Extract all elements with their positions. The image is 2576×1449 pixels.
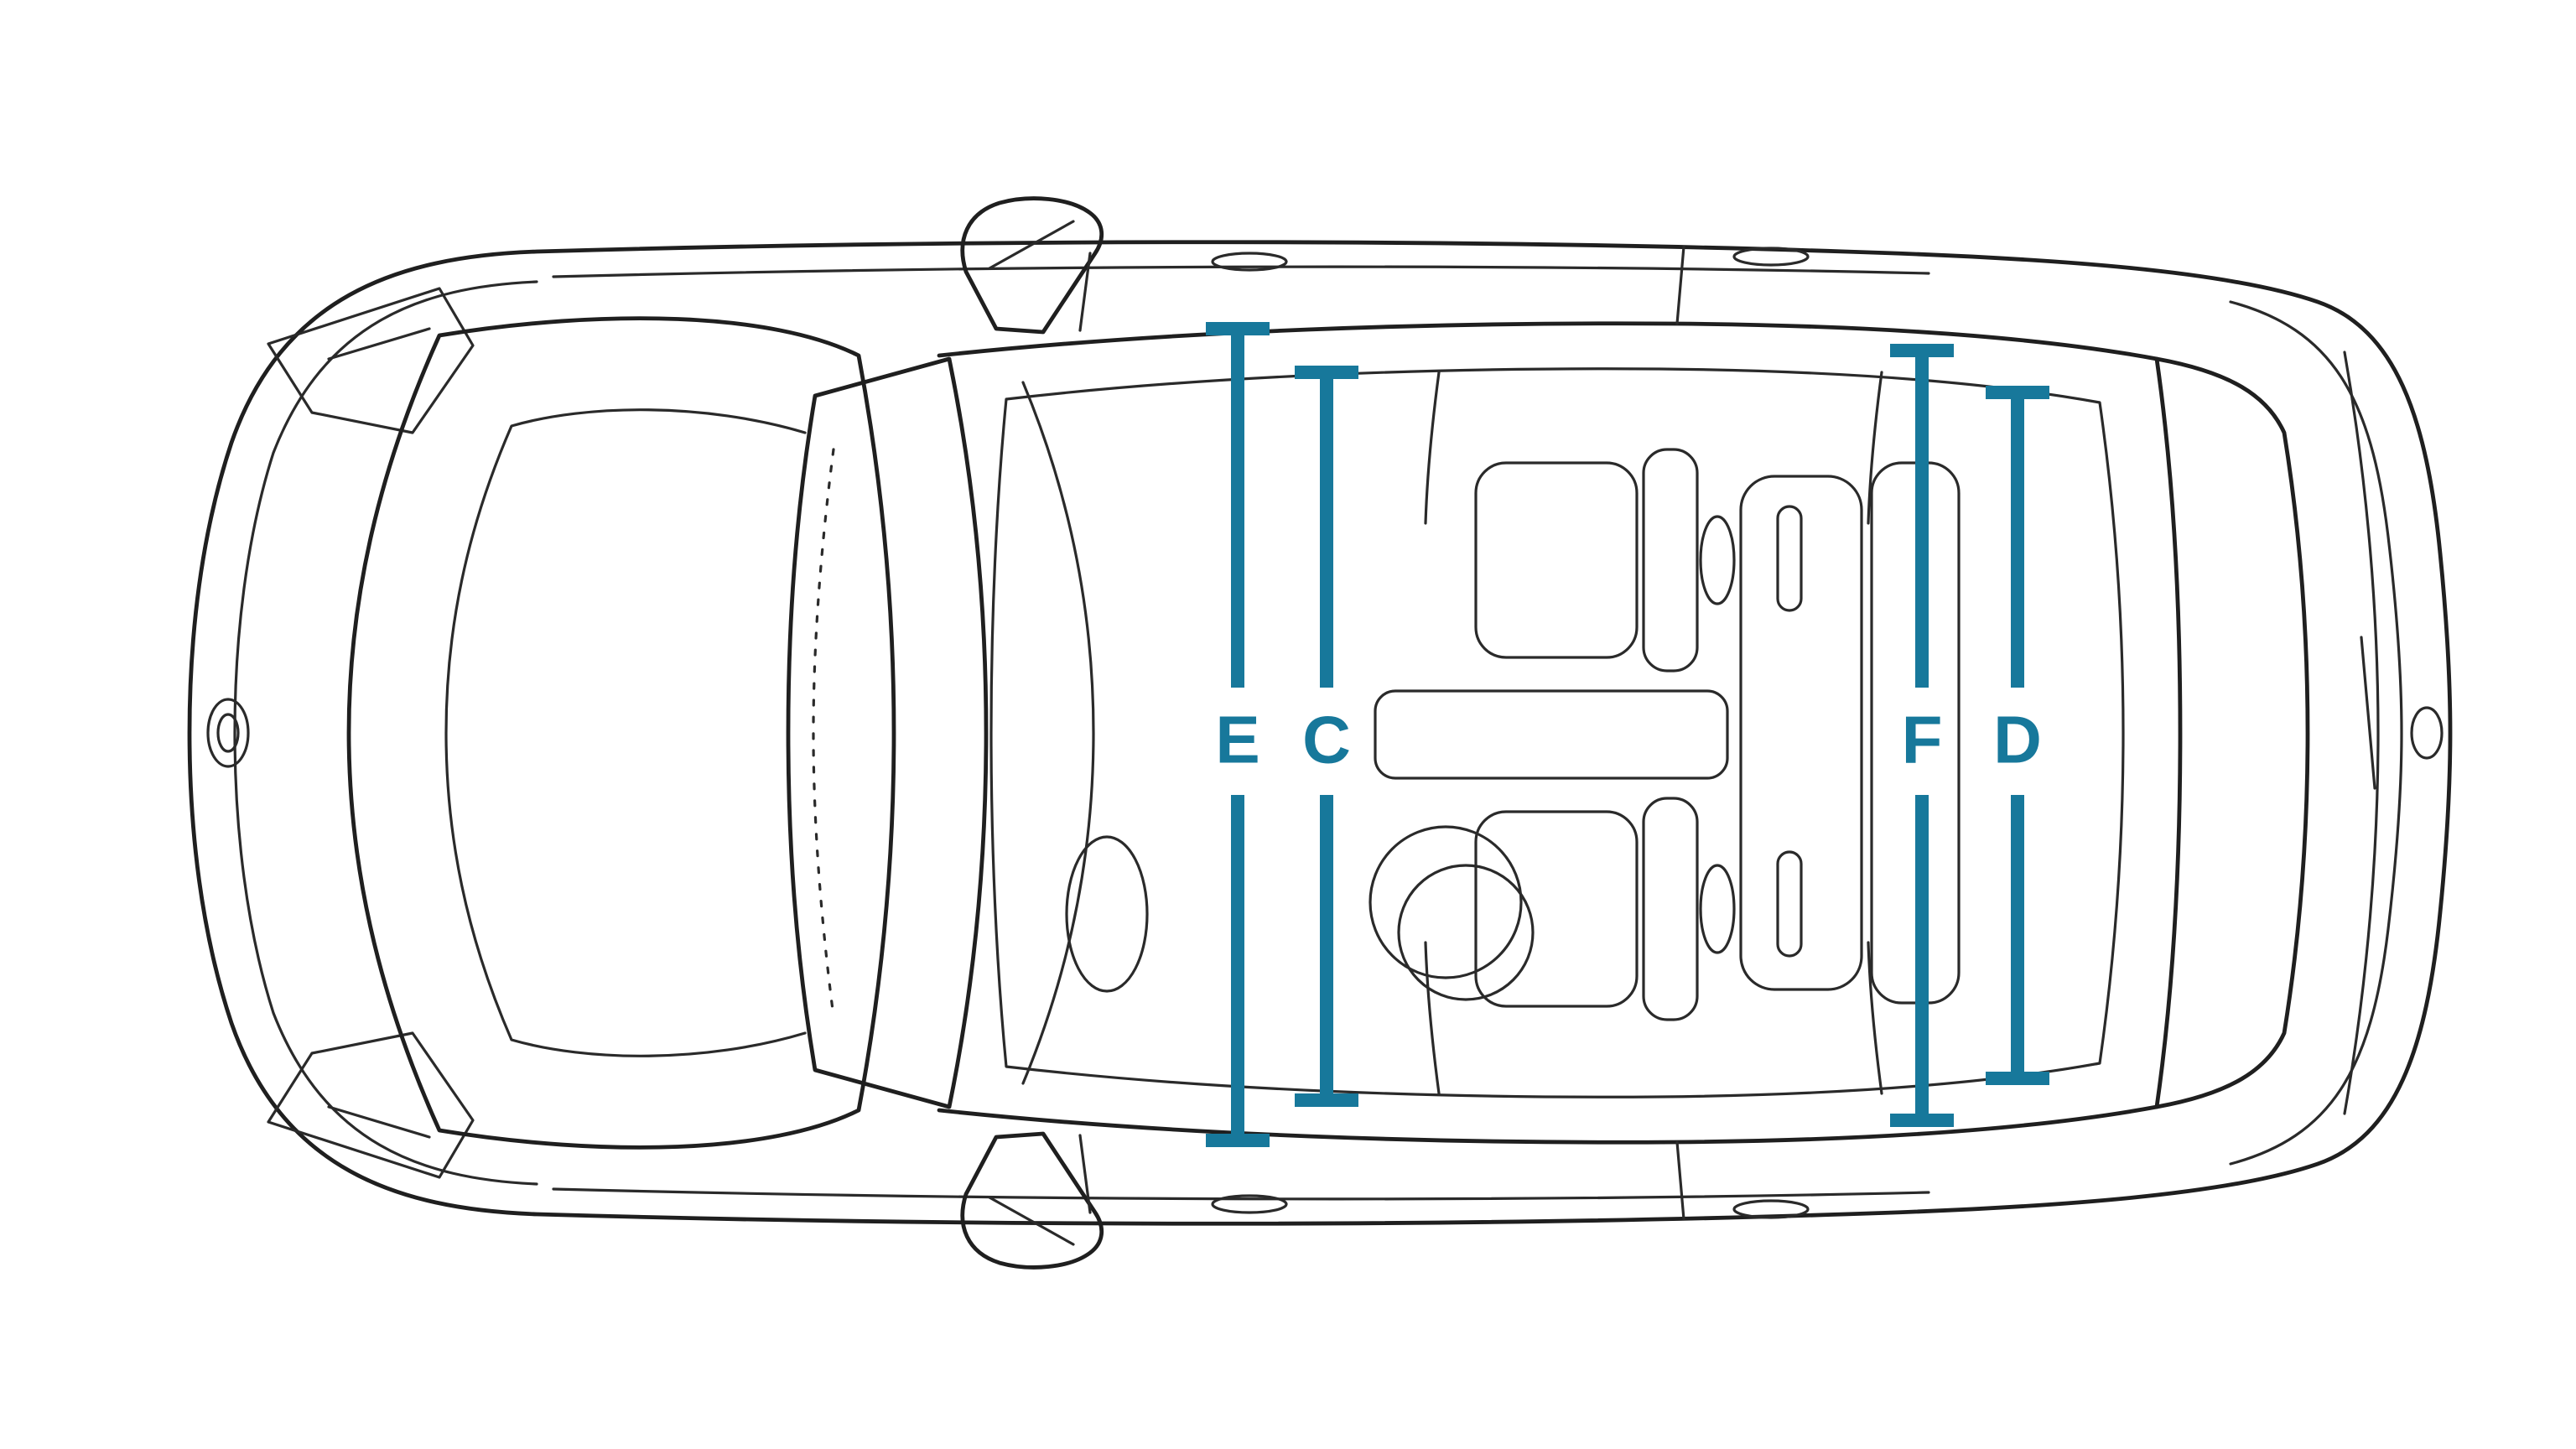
dimension-line-F xyxy=(1890,344,1954,1127)
side-mirror-bottom xyxy=(960,1131,1104,1270)
steering-column xyxy=(1065,835,1149,993)
headlight-left-top xyxy=(267,287,475,434)
driver-seat-back xyxy=(1642,797,1699,1021)
car-body-outline xyxy=(187,240,2453,1226)
steering-wheel-rim xyxy=(1368,825,1523,979)
rear-wiper xyxy=(2360,636,2376,790)
car-body-inner-line-bottom xyxy=(552,1187,1930,1201)
side-mirror-bottom-inner xyxy=(988,1196,1075,1246)
dimension-marker-C: C xyxy=(1295,366,1358,1107)
passenger-headrest xyxy=(1699,515,1736,605)
passenger-seat-back xyxy=(1642,448,1699,673)
dimension-label-C: C xyxy=(1302,703,1351,777)
dimension-label-F: F xyxy=(1902,703,1943,777)
hood-outline xyxy=(346,316,896,1150)
dimension-marker-F: F xyxy=(1890,344,1954,1127)
tailgate-line xyxy=(2343,351,2380,1115)
driver-headrest xyxy=(1699,864,1736,954)
center-console xyxy=(1374,689,1729,780)
door-handle-top-rear xyxy=(1732,247,1810,267)
door-seams xyxy=(1078,245,1685,1221)
roof-bow-rear xyxy=(1867,371,1883,1095)
headliner-line xyxy=(989,367,2125,1098)
dimension-line-C xyxy=(1295,366,1358,1107)
windshield-glass xyxy=(786,356,989,1109)
car-body-inner-line-front xyxy=(233,280,538,1186)
driver-seat-cushion xyxy=(1474,810,1639,1008)
side-mirror-top-inner xyxy=(988,220,1075,270)
passenger-seat-cushion xyxy=(1474,461,1639,659)
door-handle-top-front xyxy=(1211,252,1288,272)
roof-bow-front xyxy=(1424,371,1441,1095)
roof-outline-top xyxy=(937,321,2159,361)
dashboard-line xyxy=(1021,381,1095,1085)
car-body-inner-line-top xyxy=(552,265,1930,278)
dimension-marker-E: E xyxy=(1206,322,1270,1147)
dimension-markers: E C F D xyxy=(1206,322,2049,1147)
rear-headrest-bottom xyxy=(1776,850,1803,958)
front-emblem xyxy=(206,698,250,768)
door-handle-bottom-rear xyxy=(1732,1199,1810,1219)
wiper-marks xyxy=(812,448,835,1018)
rear-bench-cushion xyxy=(1739,475,1863,991)
car-top-view-drawing xyxy=(187,196,2453,1270)
steering-wheel-rim-inner xyxy=(1397,864,1535,1001)
rear-emblem xyxy=(2410,706,2444,760)
roof-outline-bottom xyxy=(937,1104,2159,1145)
dimension-label-D: D xyxy=(1993,703,2042,777)
side-mirror-top xyxy=(960,196,1104,335)
door-handle-bottom-front xyxy=(1211,1194,1288,1214)
rear-window xyxy=(2154,356,2310,1109)
dimension-label-E: E xyxy=(1215,703,1259,777)
headlight-left-bottom xyxy=(267,1031,475,1179)
hood-crease xyxy=(444,408,807,1057)
dimension-line-E xyxy=(1206,322,1270,1147)
car-body-inner-line-rear xyxy=(2229,300,2403,1166)
rear-headrest-top xyxy=(1776,505,1803,612)
dimension-marker-D: D xyxy=(1986,386,2049,1085)
dimension-line-D xyxy=(1986,386,2049,1085)
front-emblem-inner xyxy=(216,713,240,753)
